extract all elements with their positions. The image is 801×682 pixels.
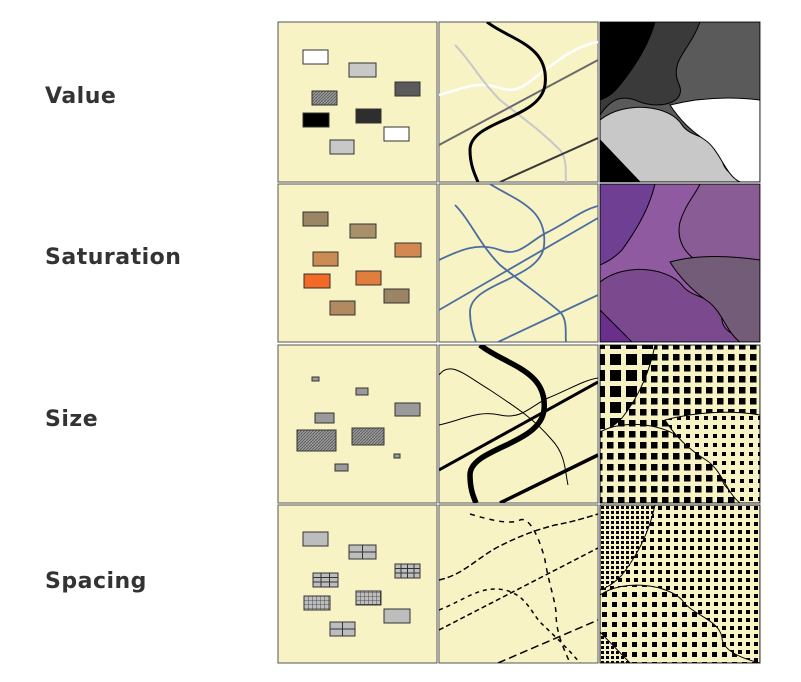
panel-value-line [438,21,599,183]
saturation-point-symbol [394,242,422,258]
saturation-line [439,217,598,311]
size-point-symbol [393,453,401,459]
spacing-point-symbol [383,608,411,624]
panel-spacing-line [438,504,599,664]
saturation-point-symbol [303,273,331,289]
spacing-area-region [600,505,656,591]
spacing-point-symbol [355,590,382,606]
saturation-line [454,204,567,342]
size-point-symbol [355,387,369,396]
spacing-point-symbol [303,595,331,611]
spacing-point-symbol [329,621,356,637]
value-point-symbol [383,126,410,142]
value-area-region [669,97,760,182]
value-point-symbol [329,139,355,155]
saturation-point-symbol [355,270,382,286]
size-area-region [664,411,760,503]
value-line-dark [499,137,598,182]
size-line-medium [439,380,598,472]
saturation-point-symbol [302,211,329,227]
value-point-symbol [348,62,377,78]
size-line-thick [467,345,547,503]
spacing-line-dashed [469,513,571,663]
panel-saturation-point [277,183,438,343]
value-point-symbol [394,81,421,97]
row-label-saturation: Saturation [45,245,182,270]
panel-saturation-line [438,183,599,343]
spacing-point-symbol [348,544,377,560]
size-point-symbol [351,427,385,446]
panel-saturation-area [599,183,761,343]
saturation-line [469,184,546,342]
spacing-point-symbol [312,572,339,588]
value-point-symbol [311,90,338,106]
value-line-gray [439,59,598,146]
panel-size-area [599,344,761,504]
size-point-symbol [311,376,320,382]
spacing-area-region [600,584,760,663]
size-line-thin [439,377,598,426]
saturation-point-symbol [329,300,356,316]
saturation-line [497,294,598,342]
panel-value-area [599,21,761,183]
saturation-point-symbol [349,223,377,239]
panel-spacing-area [599,504,761,664]
value-line-light [454,44,567,182]
saturation-area-region [600,309,633,342]
spacing-line-dashed [439,588,581,663]
panel-size-line [438,344,599,504]
saturation-area-region [600,184,656,266]
value-line-black [468,22,547,182]
spacing-line-dashed [497,619,598,663]
spacing-point-symbol [394,563,421,579]
row-label-spacing: Spacing [45,569,147,594]
saturation-point-symbol [312,251,339,267]
value-point-symbol [302,112,330,128]
value-point-symbol [302,49,329,65]
spacing-line-dashed [439,547,598,631]
row-label-size: Size [45,407,99,432]
size-point-symbol [334,463,349,472]
size-line-medium [499,453,598,503]
size-point-symbol [296,429,337,452]
panel-value-point [277,21,438,183]
value-area-region [600,22,656,101]
saturation-line [439,205,598,261]
size-point-symbol [394,402,421,417]
spacing-line-dashed [439,513,598,581]
saturation-area-region [669,256,760,342]
saturation-point-symbol [383,288,410,304]
spacing-area-region [600,631,631,663]
value-area-region [600,139,641,182]
row-label-value: Value [45,84,117,109]
value-point-symbol [355,108,382,124]
spacing-point-symbol [302,531,329,547]
value-line-white [439,40,598,97]
panel-size-point [277,344,438,504]
panel-spacing-point [277,504,438,664]
size-point-symbol [314,412,335,424]
